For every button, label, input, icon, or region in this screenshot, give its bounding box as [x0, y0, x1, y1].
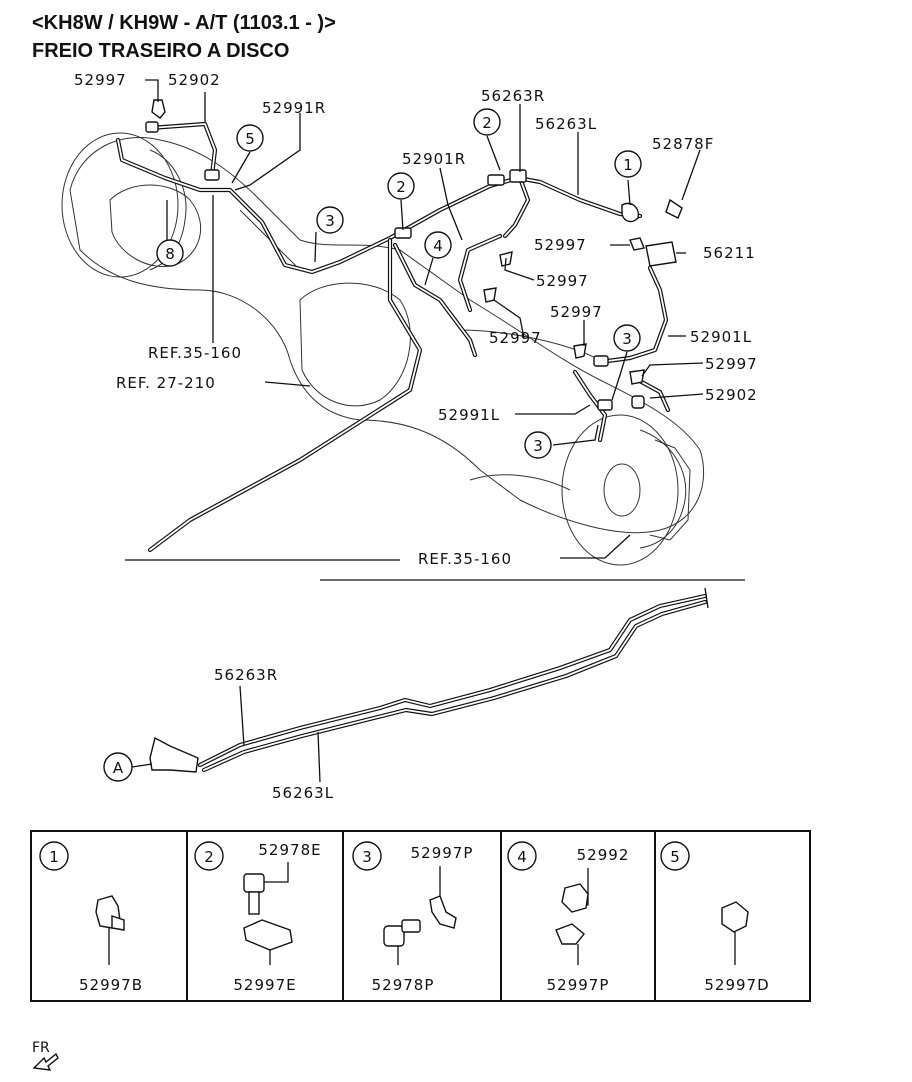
detail-cell-5-number: 5: [670, 848, 680, 866]
front-label: FR: [32, 1040, 50, 1056]
label-52901r: 52901R: [402, 150, 466, 168]
detail-cell-2-bottom-part: 52997E: [233, 976, 296, 994]
pipe-clips: [145, 99, 683, 411]
leader-lines: [145, 79, 704, 559]
callout-3-a-text: 3: [325, 212, 335, 230]
rear-axle-housing: [69, 136, 705, 534]
detail-cell-2: 2 52978E 52997E: [194, 841, 321, 994]
callout-1-text: 1: [623, 156, 633, 174]
label-ref-35-160-left: REF.35-160: [148, 344, 242, 362]
callout-4: 4: [424, 231, 452, 259]
nut-52992-drawing: [555, 868, 589, 965]
detail-cell-5-bottom-part: 52997D: [704, 976, 769, 994]
callout-3-b: 3: [613, 324, 641, 352]
detail-cell-5: 5 52997D: [660, 841, 769, 994]
label-52991l: 52991L: [438, 406, 500, 424]
label-52997-top: 52997: [74, 71, 127, 89]
label-56211: 56211: [703, 244, 756, 262]
detail-cell-1-bottom-part: 52997B: [79, 976, 143, 994]
callout-8-text: 8: [165, 245, 175, 263]
label-56263r-lower: 56263R: [214, 666, 278, 684]
front-direction-indicator: FR: [32, 1040, 59, 1071]
detail-cell-4: 4 52992 52997P: [507, 841, 630, 994]
detail-cell-3-bottom-part: 52978P: [372, 976, 435, 994]
detail-cell-3-number: 3: [362, 848, 372, 866]
callout-5-text: 5: [245, 130, 255, 148]
right-brake-disc: [561, 414, 691, 566]
label-52997-a: 52997: [534, 236, 587, 254]
callout-2-a: 2: [473, 108, 501, 136]
label-52997-d: 52997: [489, 329, 542, 347]
label-52902-top: 52902: [168, 71, 221, 89]
label-52902-right: 52902: [705, 386, 758, 404]
callout-2-a-text: 2: [482, 114, 492, 132]
label-52997-e: 52997: [705, 355, 758, 373]
detail-cell-4-number: 4: [517, 848, 527, 866]
detail-cell-1-number: 1: [49, 848, 59, 866]
label-56263r-top: 56263R: [481, 87, 545, 105]
detail-cell-3-top-part: 52997P: [411, 844, 474, 862]
diagram-title: <KH8W / KH9W - A/T (1103.1 - )>: [32, 12, 336, 34]
bolt-52978e-drawing: [243, 862, 293, 965]
callout-3-b-text: 3: [622, 330, 632, 348]
clip-52997p-drawing: [383, 866, 457, 965]
detail-cell-2-top-part: 52978E: [258, 841, 321, 859]
detail-cell-1: 1 52997B: [39, 841, 143, 994]
callout-3-a: 3: [316, 206, 344, 234]
brake-pipes-lower: [149, 587, 709, 783]
detail-cell-2-number: 2: [204, 848, 214, 866]
label-56263l-lower: 56263L: [272, 784, 334, 802]
callout-a: A: [103, 752, 153, 782]
callout-a-text: A: [113, 759, 124, 777]
callout-3-c-text: 3: [533, 437, 543, 455]
detail-cell-4-bottom-part: 52997P: [547, 976, 610, 994]
label-56263l-top: 56263L: [535, 115, 597, 133]
label-52997-b: 52997: [536, 272, 589, 290]
diagram-subtitle: FREIO TRASEIRO A DISCO: [32, 40, 290, 62]
label-ref-27-210: REF. 27-210: [116, 374, 216, 392]
callout-2-b-text: 2: [396, 178, 406, 196]
detail-cell-4-top-part: 52992: [577, 846, 630, 864]
label-52878f: 52878F: [652, 135, 714, 153]
callout-8: 8: [156, 239, 184, 267]
callout-3-c: 3: [524, 431, 552, 459]
detail-table: 1 52997B 2 52978E 52997E: [30, 830, 811, 1002]
front-arrow-icon: [32, 1052, 59, 1071]
detail-cell-3: 3 52997P 52978P: [352, 841, 474, 994]
label-52997-c: 52997: [550, 303, 603, 321]
callout-5: 5: [236, 124, 264, 152]
clip-52997b-drawing: [95, 895, 125, 965]
label-52991r: 52991R: [262, 99, 326, 117]
callout-4-text: 4: [433, 237, 443, 255]
clip-52997d-drawing: [721, 901, 749, 965]
label-ref-35-160-bottom: REF.35-160: [418, 550, 512, 568]
callout-2-b: 2: [387, 172, 415, 200]
callout-1: 1: [614, 150, 642, 178]
label-52901l: 52901L: [690, 328, 752, 346]
